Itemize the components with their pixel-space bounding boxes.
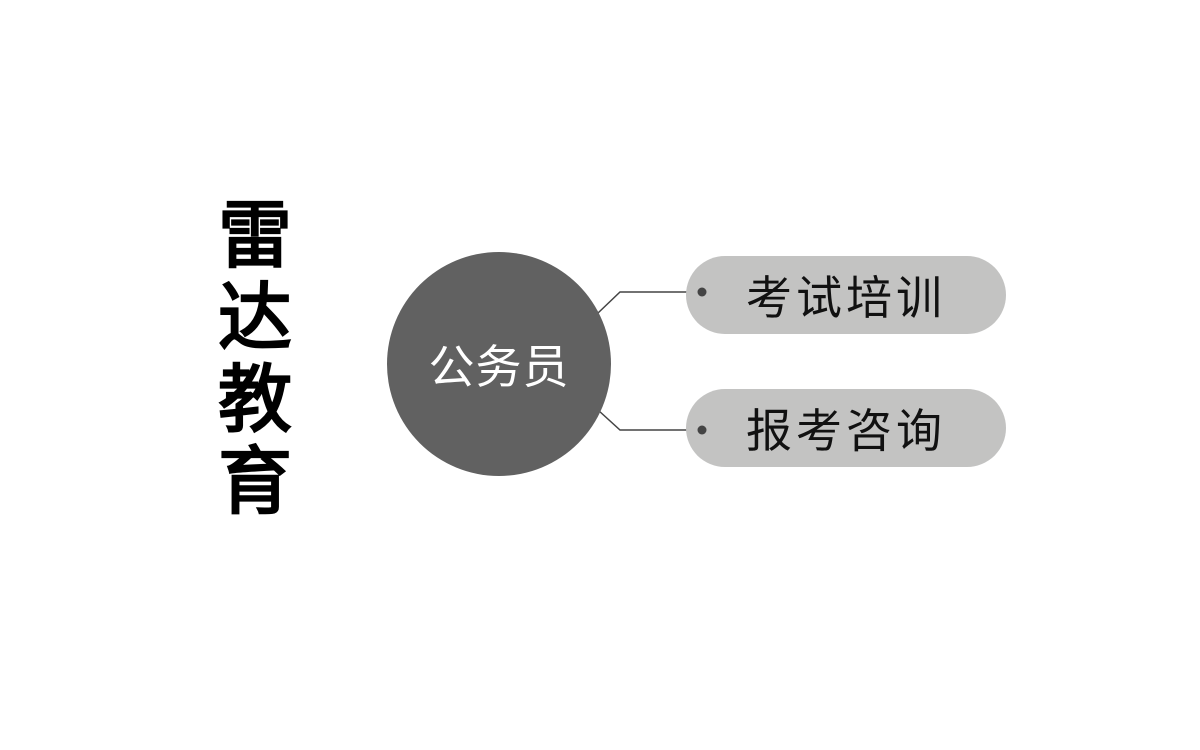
- brand-char-2: 达: [218, 275, 292, 361]
- brand-char-3: 教: [218, 357, 292, 443]
- branch-pill-registration-consulting[interactable]: 报考咨询: [686, 389, 1006, 467]
- brand-char-1: 雷: [218, 193, 292, 279]
- branch-label-registration-consulting: 报考咨询: [746, 404, 946, 458]
- hub-circle[interactable]: 公务员: [387, 252, 611, 476]
- hub-label: 公务员: [428, 340, 570, 394]
- brand-vertical-title: 雷 达 教 育: [205, 195, 305, 523]
- connector-line-2: [597, 409, 702, 431]
- connector-dot-1: [697, 287, 707, 297]
- branch-label-exam-training: 考试培训: [746, 271, 946, 325]
- connector-line-1: [597, 291, 702, 314]
- branch-pill-exam-training[interactable]: 考试培训: [686, 256, 1006, 334]
- connector-dot-2: [697, 425, 707, 435]
- brand-char-4: 育: [218, 439, 292, 525]
